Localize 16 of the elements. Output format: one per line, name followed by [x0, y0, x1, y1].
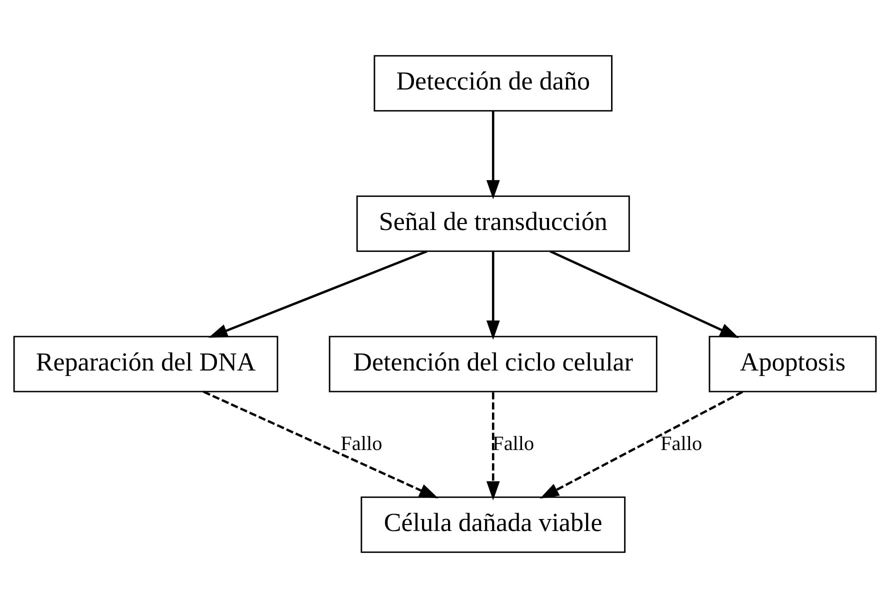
- node-box: Reparación del DNA: [13, 336, 278, 392]
- node-box: Célula dañada viable: [360, 496, 626, 553]
- edge-label: Fallo: [340, 432, 382, 455]
- edge-label: Fallo: [660, 432, 702, 455]
- node-box: Señal de transducción: [356, 195, 630, 252]
- node-box: Detección de daño: [374, 55, 613, 112]
- arrow: [486, 252, 500, 340]
- arrow: [203, 390, 438, 498]
- node-box: Apoptosis: [708, 336, 877, 392]
- arrow: [550, 250, 740, 338]
- arrow: [486, 111, 500, 200]
- node-box: Detención del ciclo celular: [328, 336, 658, 392]
- edge-label: Fallo: [492, 432, 534, 455]
- arrow: [208, 250, 428, 338]
- arrow: [486, 392, 500, 500]
- arrow: [540, 390, 744, 499]
